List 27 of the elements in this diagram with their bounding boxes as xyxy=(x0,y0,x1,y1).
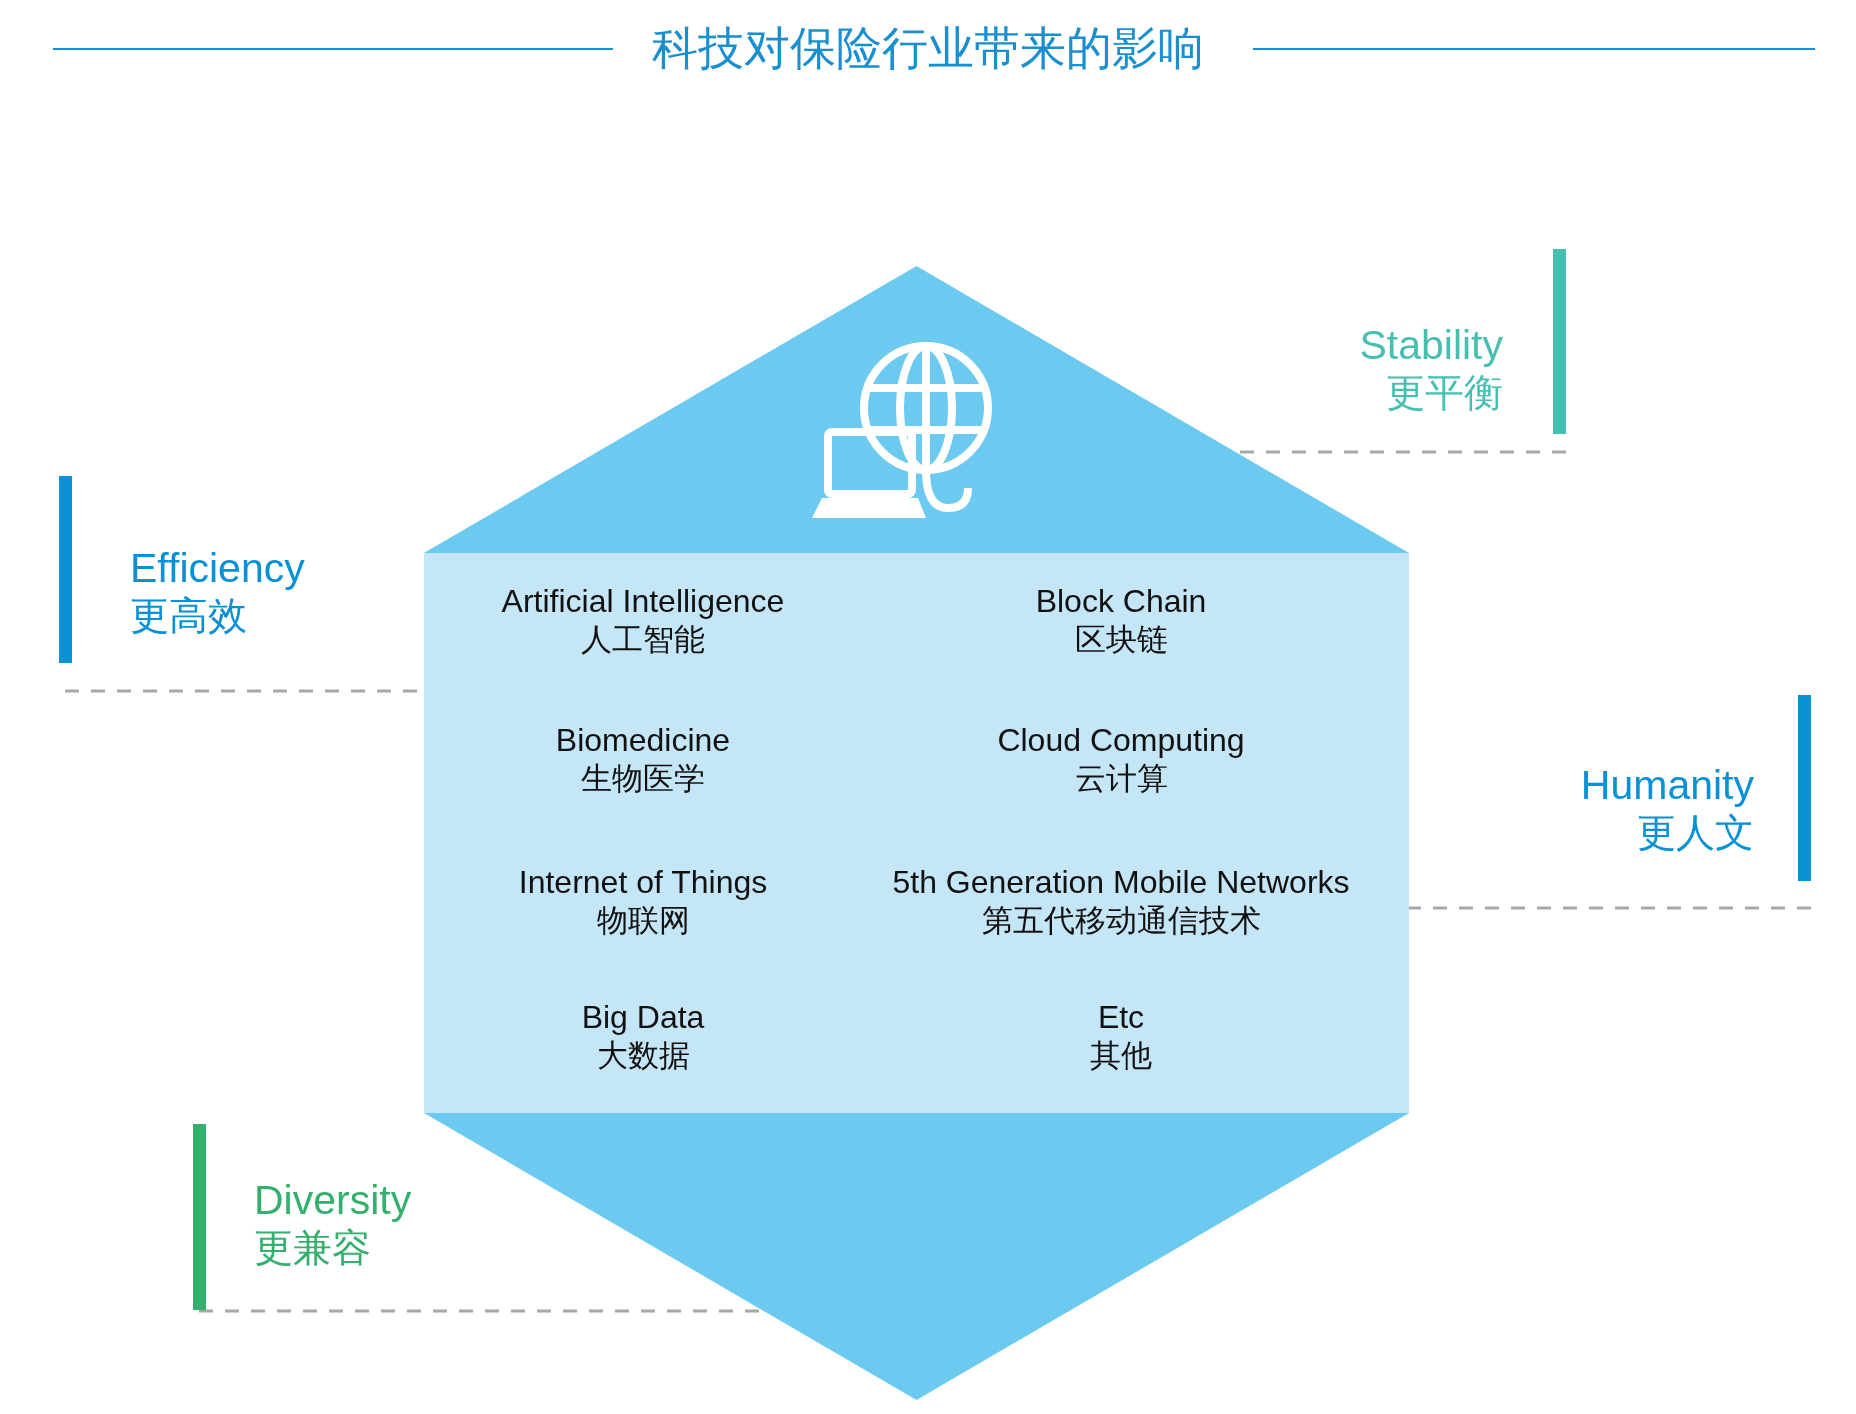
technology-name: Block Chain xyxy=(1035,583,1207,619)
chinese-name: 第五代移动通信技术 xyxy=(981,903,1261,938)
leader-line xyxy=(1409,906,1811,910)
chinese-name: 其他 xyxy=(1090,1038,1152,1073)
chinese-label: 更平衡 xyxy=(1386,371,1503,415)
chinese-label: 更高效 xyxy=(130,594,247,638)
chinese-name: 区块链 xyxy=(1074,622,1168,657)
technology-name: Etc xyxy=(1097,999,1145,1035)
chinese-name: 云计算 xyxy=(1074,761,1168,796)
technology-name: Biomedicine xyxy=(555,722,731,758)
title: 科技对保险行业带来的影响 xyxy=(652,22,1204,74)
category-label: Diversity xyxy=(254,1177,412,1223)
chinese-name: 生物医学 xyxy=(581,761,705,796)
technology-name: Big Data xyxy=(581,999,705,1035)
chinese-name: 人工智能 xyxy=(581,622,705,657)
chinese-label: 更人文 xyxy=(1637,811,1754,855)
technology-name: Internet of Things xyxy=(518,864,768,900)
category-label: Efficiency xyxy=(130,545,305,591)
technology-name: 5th Generation Mobile Networks xyxy=(892,864,1350,900)
chinese-name: 物联网 xyxy=(596,903,690,938)
chinese-label: 更兼容 xyxy=(254,1226,371,1270)
technology-name: Cloud Computing xyxy=(997,722,1245,758)
content-panel xyxy=(424,553,1409,1113)
technology-name: Artificial Intelligence xyxy=(501,583,785,619)
category-label: Humanity xyxy=(1580,762,1754,808)
chinese-name: 大数据 xyxy=(596,1038,690,1073)
category-label: Stability xyxy=(1359,322,1503,368)
